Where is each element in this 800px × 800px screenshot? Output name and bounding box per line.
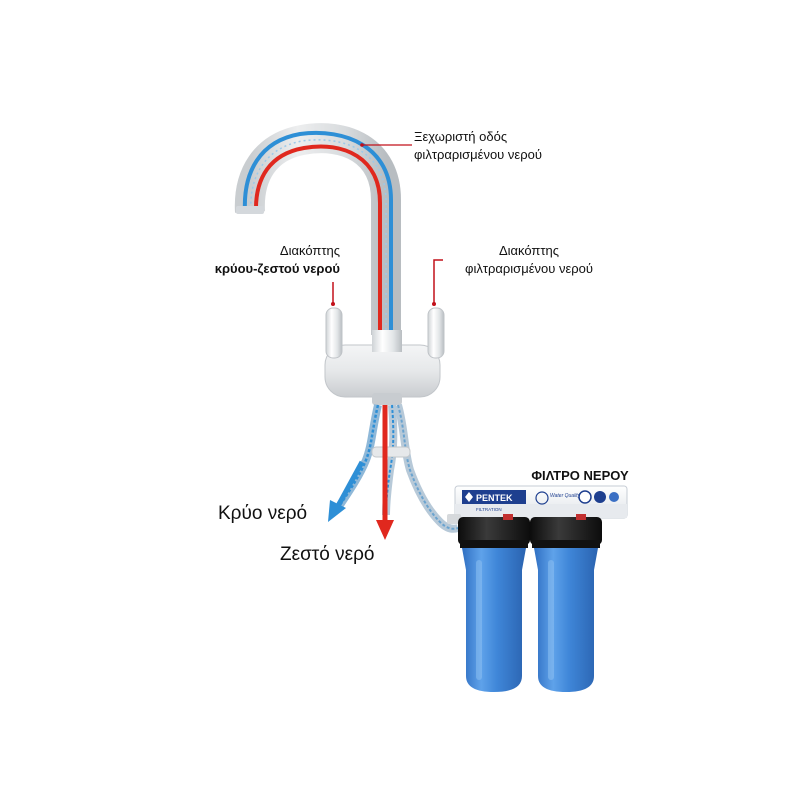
filter-housing-right bbox=[530, 514, 602, 692]
brand-tagline: Water Quality bbox=[550, 493, 581, 499]
filter-housing-left bbox=[458, 514, 530, 692]
water-quality-badge: Water Quality bbox=[535, 491, 581, 505]
filtered-switch-label-line2: φιλτραρισμένου νερού bbox=[465, 261, 593, 276]
mixer-switch-label-line1: Διακόπτης bbox=[279, 243, 340, 258]
mixer-handle[interactable] bbox=[325, 307, 343, 359]
pentek-logo: PENTEK FILTRATION bbox=[462, 490, 526, 512]
hot-water-arrow bbox=[376, 405, 394, 540]
faucet-spout bbox=[234, 123, 401, 335]
certification-mark-icon bbox=[609, 492, 619, 502]
separate-path-label-line2: φιλτραρισμένου νερού bbox=[414, 147, 542, 162]
separate-path-label-line1: Ξεχωριστή οδός bbox=[414, 129, 508, 144]
filter-title: ΦΙΛΤΡΟ ΝΕΡΟΥ bbox=[531, 468, 629, 483]
leader-line-separate-path bbox=[360, 143, 412, 147]
leader-line-filtered bbox=[432, 259, 443, 306]
filtered-switch-label-line1: Διακόπτης bbox=[498, 243, 560, 258]
filtered-switch-label: Διακόπτης φιλτραρισμένου νερού bbox=[444, 242, 614, 278]
mixer-switch-label-line2: κρύου-ζεστού νερού bbox=[214, 261, 340, 276]
hot-water-label: Ζεστό νερό bbox=[280, 544, 375, 565]
certification-seal-icon bbox=[578, 490, 592, 504]
brand-subtitle: FILTRATION bbox=[476, 507, 502, 512]
separate-path-label: Ξεχωριστή οδός φιλτραρισμένου νερού bbox=[414, 128, 542, 164]
brand-name: PENTEK bbox=[476, 493, 513, 503]
leader-line-mixer bbox=[331, 282, 335, 306]
filtered-handle[interactable] bbox=[427, 307, 445, 359]
filter-head: PENTEK FILTRATION Water Quality bbox=[447, 485, 628, 524]
cold-water-label: Κρύο νερό bbox=[218, 503, 308, 524]
mixer-switch-label: Διακόπτης κρύου-ζεστού νερού bbox=[160, 242, 340, 278]
cold-water-arrow bbox=[328, 460, 365, 522]
faucet-body bbox=[324, 330, 441, 405]
certification-badge-icon bbox=[594, 491, 606, 503]
